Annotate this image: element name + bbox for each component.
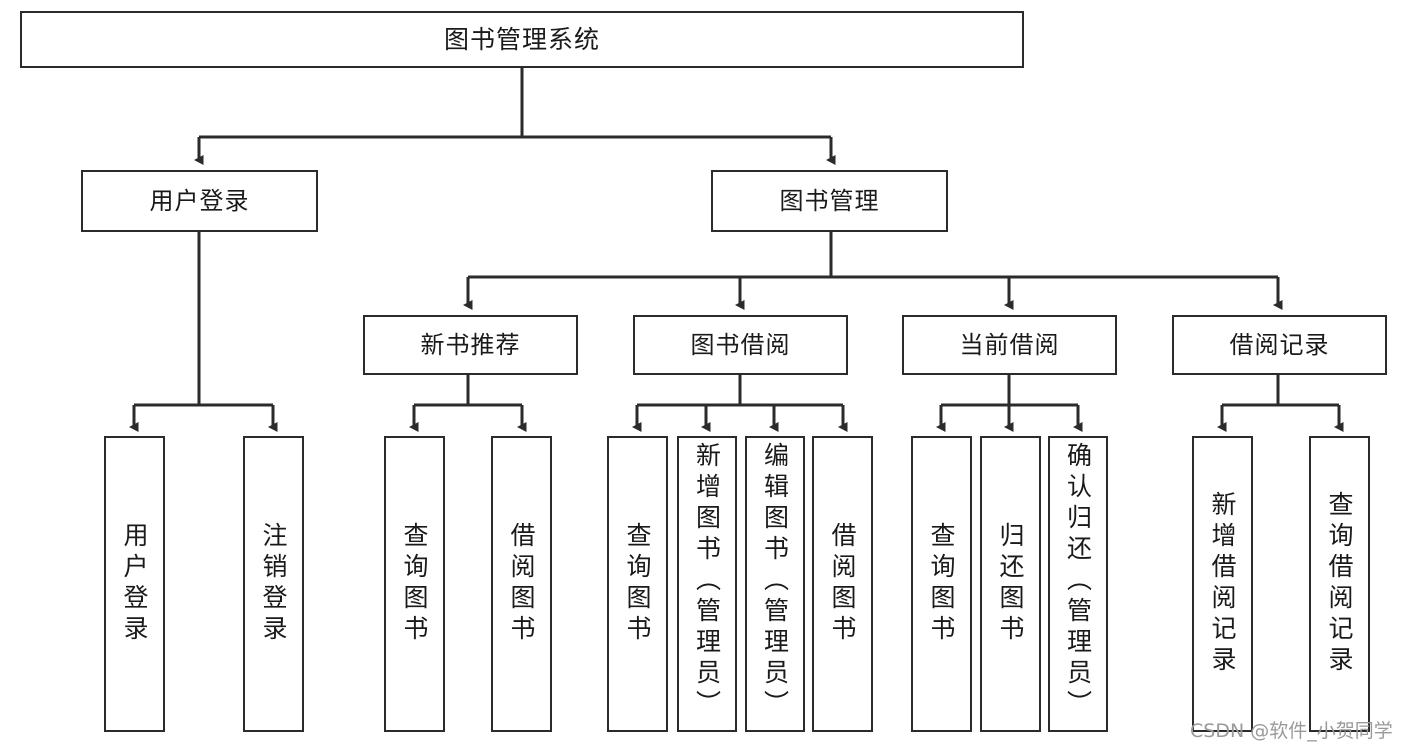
leaf-logout-login[interactable]: 注销登录 [243, 436, 304, 732]
node-current-borrow[interactable]: 当前借阅 [902, 315, 1117, 375]
node-label: 新增借阅记录 [1208, 491, 1237, 677]
leaf-user-login[interactable]: 用户登录 [104, 436, 165, 732]
node-label: 归还图书 [996, 522, 1025, 646]
leaf-return-book[interactable]: 归还图书 [980, 436, 1041, 732]
node-label: 图书管理 [779, 186, 880, 215]
node-label: 新书推荐 [420, 330, 521, 359]
leaf-query-book-recommend[interactable]: 查询图书 [384, 436, 445, 732]
node-label: 新增图书（管理员） [692, 442, 722, 721]
node-label: 用户登录 [149, 186, 250, 215]
leaf-query-book-current[interactable]: 查询图书 [911, 436, 972, 732]
leaf-query-book-borrow[interactable]: 查询图书 [607, 436, 668, 732]
node-borrow-record[interactable]: 借阅记录 [1172, 315, 1387, 375]
leaf-edit-book[interactable]: 编辑图书（管理员） [745, 436, 805, 732]
csdn-watermark: CSDN @软件_小贺同学 [1190, 720, 1393, 742]
leaf-query-borrow-record[interactable]: 查询借阅记录 [1309, 436, 1370, 732]
node-label: 查询图书 [400, 522, 429, 646]
node-new-book-recommend[interactable]: 新书推荐 [363, 315, 578, 375]
node-label: 注销登录 [259, 522, 288, 646]
node-label: 确认归还（管理员） [1063, 442, 1093, 721]
leaf-confirm-return[interactable]: 确认归还（管理员） [1048, 436, 1108, 732]
node-label: 借阅记录 [1229, 330, 1330, 359]
leaf-borrow-book-recommend[interactable]: 借阅图书 [491, 436, 552, 732]
node-label: 查询图书 [623, 522, 652, 646]
leaf-add-book[interactable]: 新增图书（管理员） [677, 436, 737, 732]
node-label: 用户登录 [120, 522, 149, 646]
node-user-login[interactable]: 用户登录 [81, 170, 318, 232]
node-label: 借阅图书 [507, 522, 536, 646]
node-book-borrow[interactable]: 图书借阅 [633, 315, 848, 375]
node-label: 编辑图书（管理员） [760, 442, 790, 721]
node-label: 图书管理系统 [443, 24, 600, 54]
node-label: 当前借阅 [959, 330, 1060, 359]
node-label: 查询图书 [927, 522, 956, 646]
node-label: 查询借阅记录 [1325, 491, 1354, 677]
node-book-manage[interactable]: 图书管理 [711, 170, 948, 232]
node-label: 图书借阅 [690, 330, 791, 359]
node-root-system[interactable]: 图书管理系统 [20, 11, 1024, 68]
leaf-borrow-book-borrow[interactable]: 借阅图书 [812, 436, 873, 732]
leaf-add-borrow-record[interactable]: 新增借阅记录 [1192, 436, 1253, 732]
node-label: 借阅图书 [828, 522, 857, 646]
